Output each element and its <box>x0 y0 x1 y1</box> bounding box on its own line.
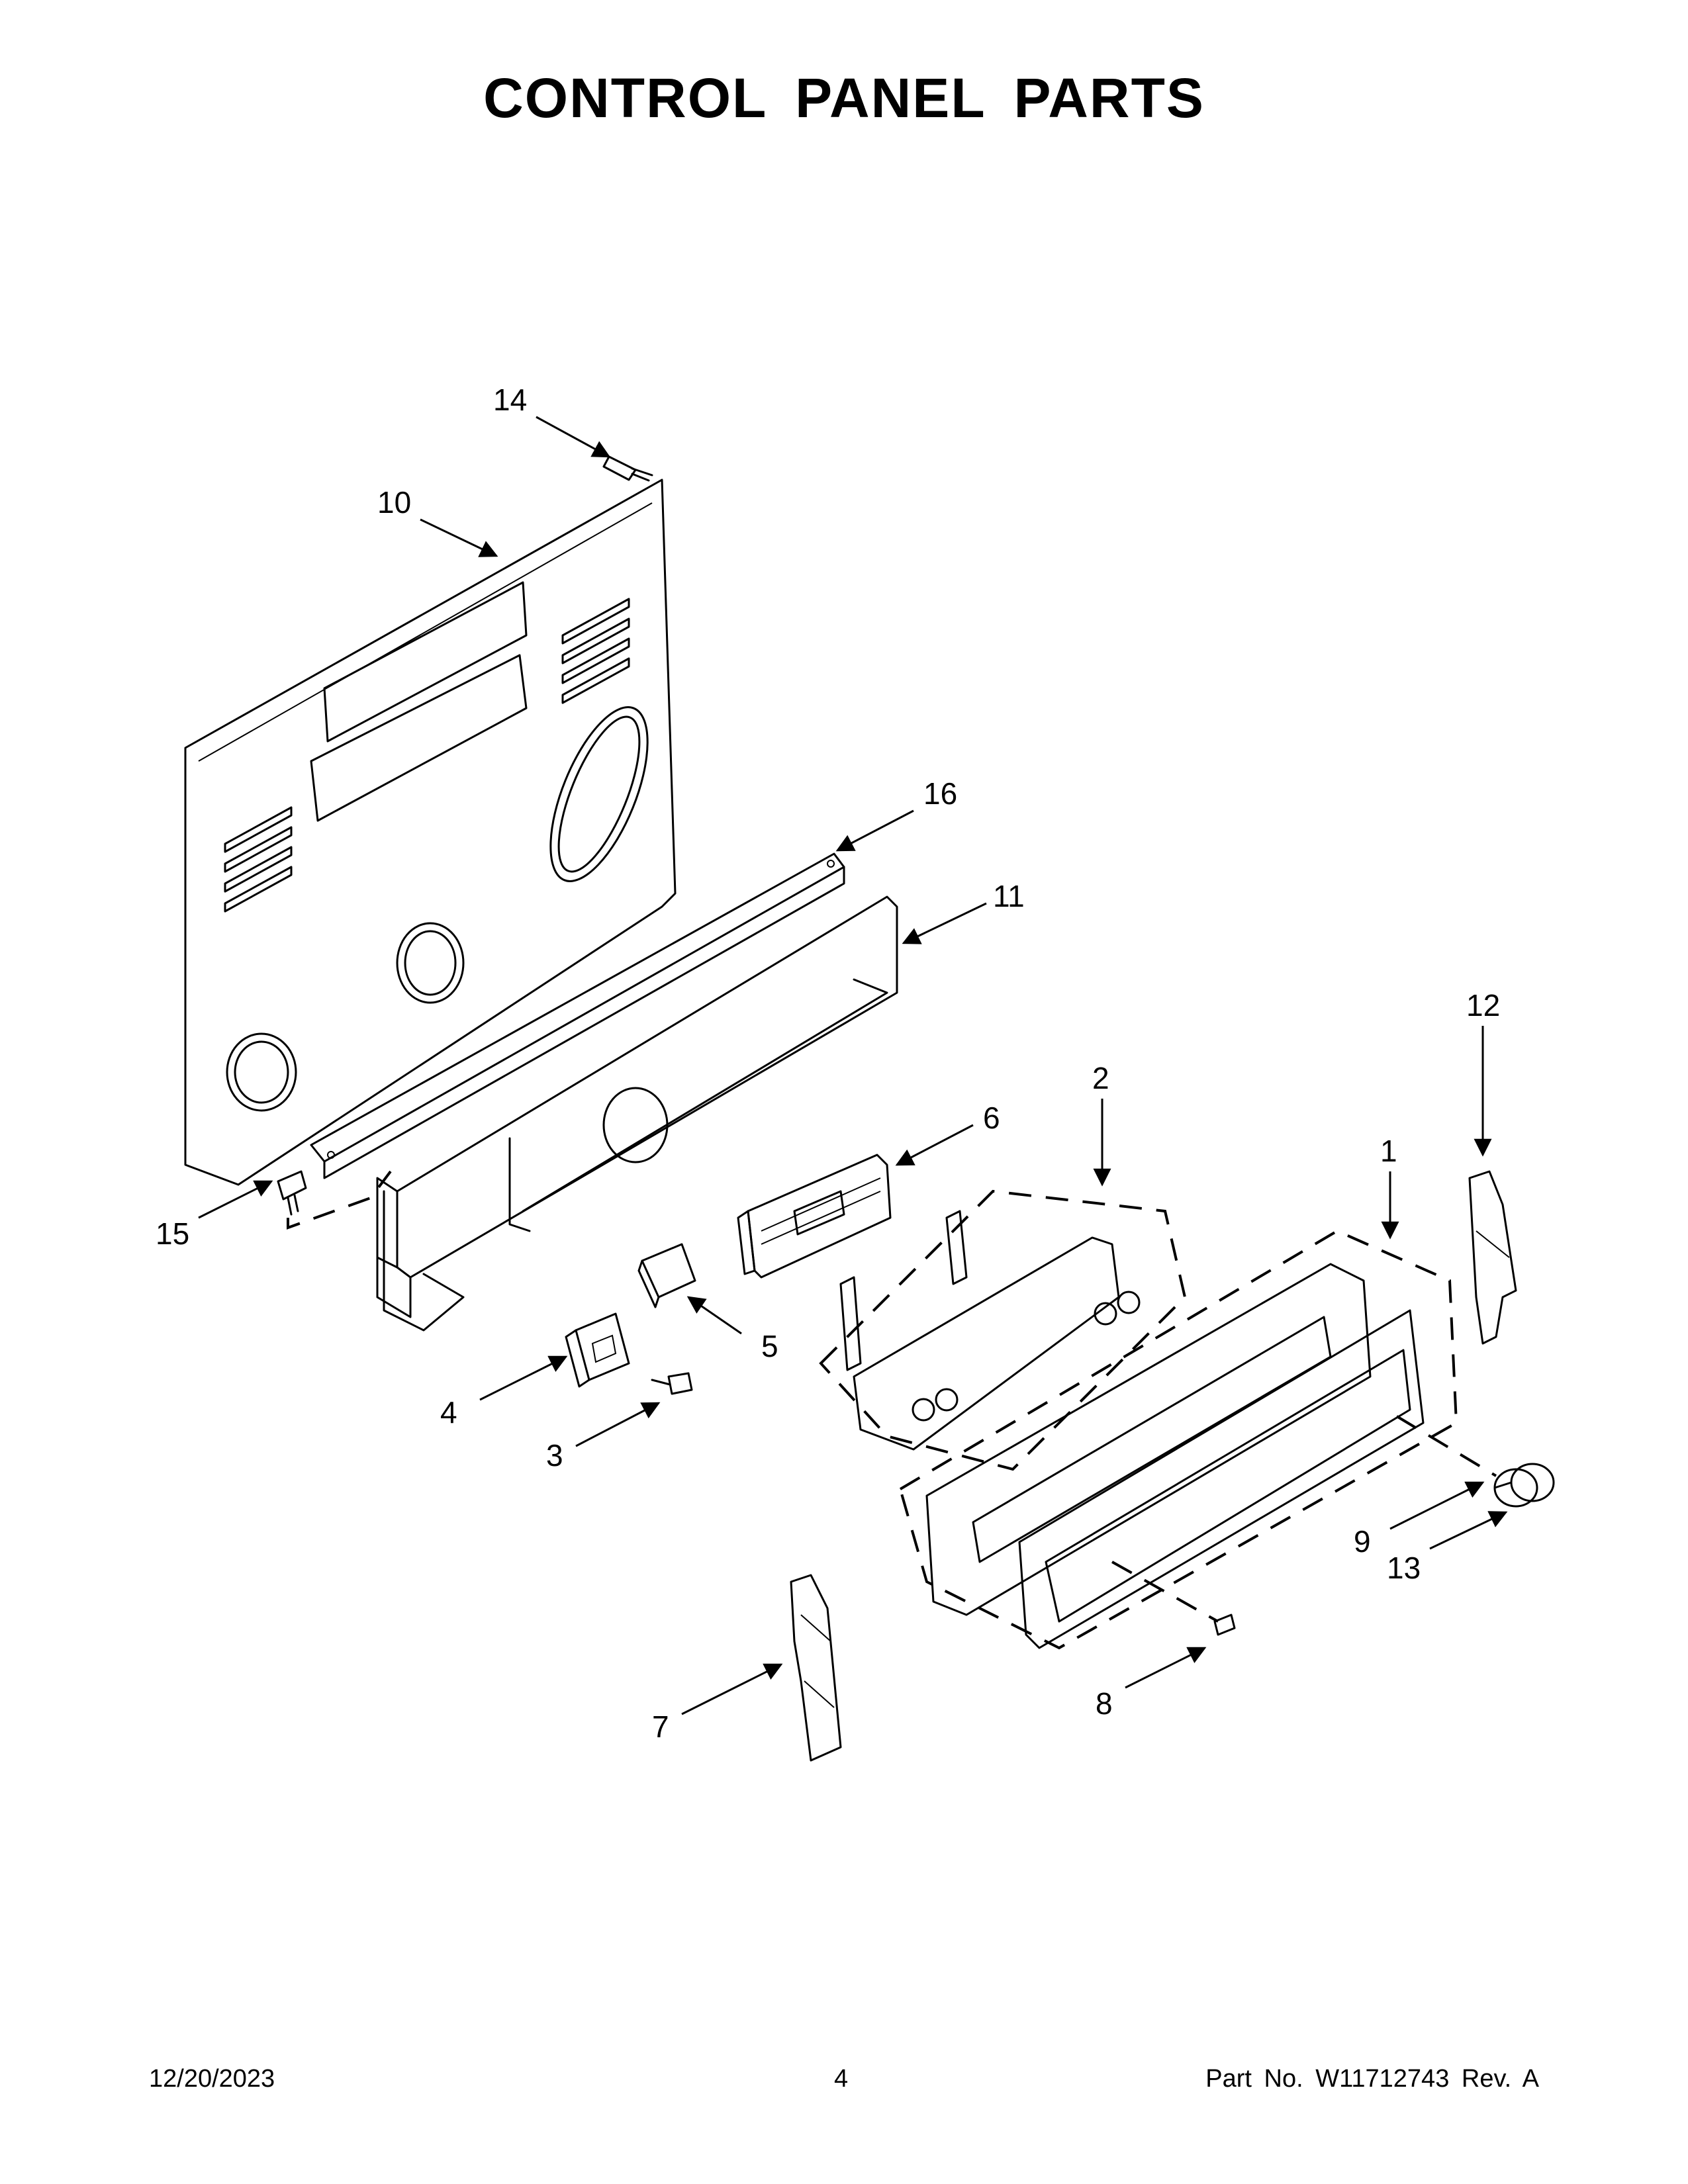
relay-part-5 <box>637 1243 696 1308</box>
callout-labels: 14 10 16 11 12 2 6 1 15 5 4 3 9 13 7 8 <box>156 383 1500 1744</box>
footer-page-number: 4 <box>834 2065 849 2093</box>
leader-5 <box>686 1296 742 1335</box>
dashed-outline-part-2 <box>819 1189 1187 1471</box>
callout-8: 8 <box>1096 1686 1113 1721</box>
knob-part-9-13 <box>1493 1463 1555 1508</box>
callout-5: 5 <box>761 1329 778 1363</box>
callout-7: 7 <box>652 1709 669 1744</box>
console-frame-part-11 <box>376 895 898 1332</box>
screw-part-15 <box>277 1170 307 1216</box>
leader-4 <box>479 1355 568 1401</box>
back-panel-part-10 <box>184 478 677 1186</box>
leader-14 <box>536 416 611 458</box>
leader-lines <box>198 416 1508 1715</box>
bracket-strip-part-16 <box>310 852 845 1179</box>
leader-16 <box>835 809 914 852</box>
leader-10 <box>420 518 498 557</box>
page-title: CONTROL PANEL PARTS <box>483 67 1205 129</box>
screw-part-8 <box>1213 1614 1236 1636</box>
callout-16: 16 <box>923 776 957 811</box>
leader-11 <box>902 902 987 944</box>
callout-11: 11 <box>993 879 1025 913</box>
callout-13: 13 <box>1387 1551 1421 1585</box>
footer-part-number: Part No. W11712743 Rev. A <box>1205 2065 1539 2093</box>
vent-slots-right <box>561 598 630 704</box>
leader-6 <box>895 1124 974 1166</box>
callout-1: 1 <box>1380 1134 1397 1168</box>
footer-date: 12/20/2023 <box>149 2065 275 2093</box>
leader-7 <box>681 1663 783 1715</box>
control-board-part-6 <box>737 1154 892 1279</box>
callout-3: 3 <box>546 1438 563 1473</box>
leader-13 <box>1429 1511 1508 1550</box>
leader-8 <box>1125 1647 1207 1689</box>
leader-15 <box>198 1180 273 1219</box>
callout-6: 6 <box>983 1101 1000 1135</box>
side-bracket-part-12 <box>1468 1170 1517 1345</box>
dashed-line-15 <box>287 1170 392 1230</box>
leader-3 <box>575 1402 661 1447</box>
callout-10: 10 <box>377 485 411 520</box>
switch-part-4 <box>565 1312 630 1388</box>
callout-14: 14 <box>493 383 527 417</box>
side-bracket-part-7 <box>790 1574 842 1762</box>
leader-9 <box>1389 1481 1485 1530</box>
callout-4: 4 <box>440 1395 457 1430</box>
callout-15: 15 <box>156 1216 189 1251</box>
callout-9: 9 <box>1354 1524 1371 1559</box>
control-panel-part-1 <box>925 1263 1425 1649</box>
callout-2: 2 <box>1092 1061 1109 1095</box>
panel-bracket-part-2 <box>839 1210 1141 1451</box>
dashed-line-9 <box>1395 1415 1497 1477</box>
dashed-line-8 <box>1111 1561 1219 1623</box>
screw-part-14 <box>602 455 653 482</box>
screw-part-3 <box>651 1372 693 1395</box>
dashed-outline-part-1 <box>898 1229 1458 1650</box>
callout-12: 12 <box>1466 988 1500 1023</box>
vent-slots-left <box>224 806 293 913</box>
